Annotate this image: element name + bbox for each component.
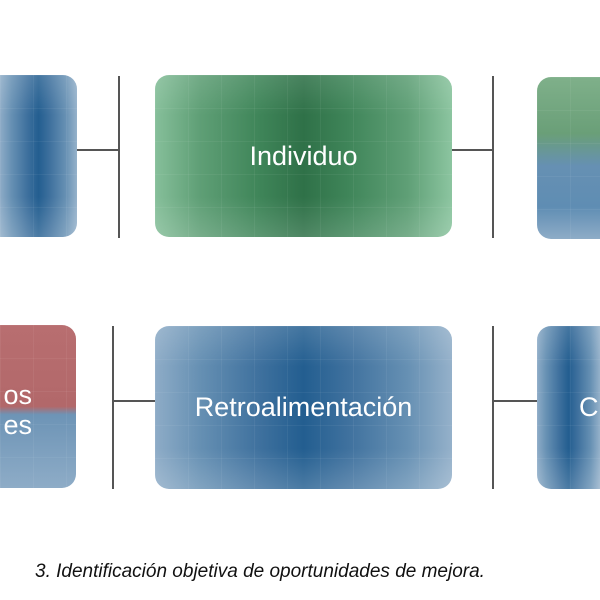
top-right-box <box>537 77 600 239</box>
connector-line <box>77 149 119 151</box>
divider-line <box>118 76 120 238</box>
label-line-2: es <box>3 409 32 440</box>
label-line-1: os <box>3 379 32 410</box>
individuo-label: Individuo <box>249 140 358 171</box>
connector-line <box>493 400 537 402</box>
retroalimentacion-box: Retroalimentación <box>155 326 452 489</box>
divider-line <box>492 76 494 238</box>
bottom-right-label: C <box>579 392 599 422</box>
connector-line <box>452 149 494 151</box>
bottom-left-box: os es <box>0 325 76 488</box>
connector-line <box>113 400 155 402</box>
bottom-right-box: C <box>537 326 600 489</box>
caption: 3. Identificación objetiva de oportunida… <box>35 561 485 582</box>
divider-line <box>492 326 494 489</box>
individuo-box: Individuo <box>155 75 452 237</box>
divider-line <box>112 326 114 489</box>
bottom-left-label: os es <box>3 380 32 440</box>
top-left-box <box>0 75 77 237</box>
retroalimentacion-label: Retroalimentación <box>194 392 413 422</box>
